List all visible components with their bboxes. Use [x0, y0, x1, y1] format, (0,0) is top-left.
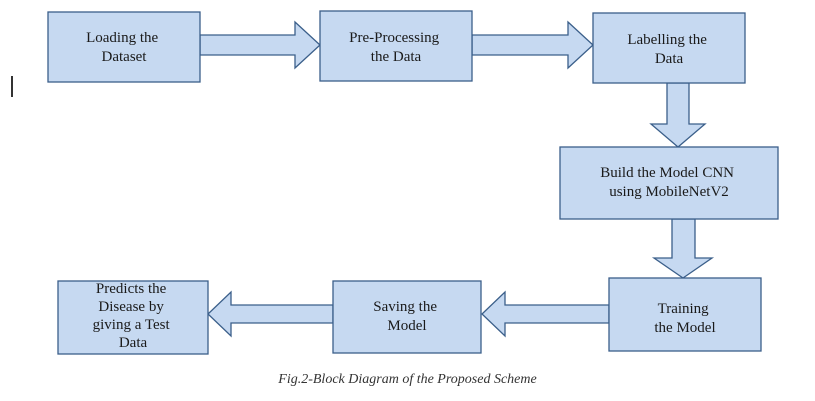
svg-text:Training the Model: Training the Model [654, 301, 715, 336]
figure-caption: Fig.2-Block Diagram of the Proposed Sche… [278, 372, 537, 387]
arrow-saving-to-predicts [207, 290, 334, 338]
node-labelling: Labelling the Data [592, 12, 746, 84]
node-labelling-line-1: Labelling the [627, 32, 707, 48]
node-predicts-line-4: Data [119, 335, 148, 351]
svg-text:Loading the Dataset: Loading the Dataset [86, 30, 162, 65]
svg-text:Labelling the Data: Labelling the Data [627, 32, 710, 67]
arrow-labelling-to-build [649, 82, 707, 148]
node-saving: Saving the Model [332, 280, 482, 354]
node-training-line-1: Training [658, 301, 710, 317]
node-training-line-2: the Model [654, 320, 715, 336]
node-build-model-line-2: using MobileNetV2 [609, 184, 729, 200]
node-saving-line-1: Saving the [373, 299, 437, 315]
node-predicts: Predicts the Disease by giving a Test Da… [57, 280, 209, 355]
node-pre-processing-line-1: Pre-Processing [349, 30, 439, 46]
node-build-model-line-1: Build the Model CNN [600, 165, 734, 181]
svg-text:Build the Model CNN usin: Build the Model CNN using MobileNetV2 [600, 165, 738, 200]
arrow-training-to-saving [481, 290, 610, 338]
node-loading-dataset-line-2: Dataset [102, 49, 148, 65]
node-predicts-line-1: Predicts the [96, 281, 167, 297]
node-training: Training the Model [608, 277, 762, 352]
arrow-loading-to-preprocessing [199, 20, 321, 70]
node-predicts-line-3: giving a Test [93, 317, 171, 333]
arrow-build-to-training [651, 218, 715, 279]
node-labelling-line-2: Data [655, 51, 684, 67]
svg-text:Saving the Model: Saving the Model [373, 299, 441, 334]
node-pre-processing: Pre-Processing the Data [319, 10, 473, 82]
node-loading-dataset: Loading the Dataset [47, 11, 201, 83]
svg-text:Predicts the Disease by: Predicts the Disease by giving a Test Da… [93, 281, 174, 351]
arrow-preprocessing-to-labelling [471, 20, 594, 70]
node-saving-line-2: Model [387, 318, 426, 334]
node-build-model: Build the Model CNN using MobileNetV2 [559, 146, 779, 220]
node-pre-processing-line-2: the Data [371, 49, 422, 65]
node-predicts-line-2: Disease by [98, 299, 164, 315]
node-loading-dataset-line-1: Loading the [86, 30, 158, 46]
svg-text:Pre-Processing the Data: Pre-Processing the Data [349, 30, 443, 65]
